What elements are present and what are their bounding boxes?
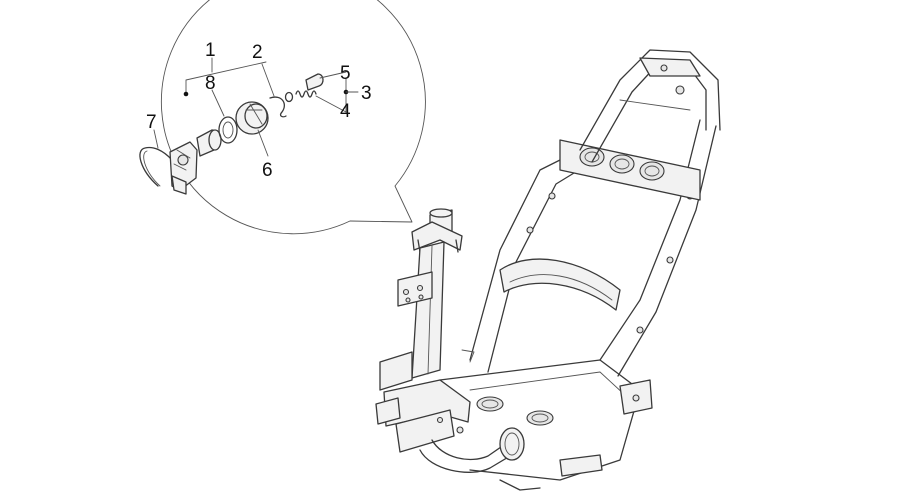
lock-body-part: [169, 141, 198, 195]
callout-3: 3: [361, 83, 372, 104]
leader-lines: [153, 57, 359, 157]
detail-bubble: [160, 0, 426, 235]
scooter-frame: [375, 49, 721, 491]
callout-1: 1: [205, 40, 216, 61]
spring-clip-part: [269, 96, 287, 118]
lock-cap-part: [235, 101, 269, 135]
callout-4: 4: [340, 101, 351, 122]
lower-front-bracket: [375, 351, 471, 453]
spring-part: [295, 90, 317, 98]
right-side-rail: [599, 119, 717, 415]
callout-2: 2: [252, 42, 263, 63]
wire-clip-part: [139, 146, 173, 187]
lock-assembly-parts: [139, 73, 324, 195]
callout-7: 7: [146, 112, 157, 133]
steering-head-tube: [411, 208, 463, 253]
lock-cylinder-part: [196, 129, 222, 157]
floor-pan: [439, 359, 641, 491]
callout-5: 5: [340, 63, 351, 84]
rear-top-loop: [579, 49, 721, 163]
washer-part: [218, 116, 238, 144]
callout-6: 6: [262, 160, 273, 181]
lower-pipe: [419, 427, 525, 473]
detail-bubble-outline: [160, 0, 426, 235]
callout-labels: 1 2 3 4 5 6 7 8: [146, 40, 372, 181]
callout-8: 8: [205, 73, 216, 94]
middle-crossmember: [499, 258, 621, 311]
small-ring-part: [284, 91, 294, 103]
front-down-tube: [397, 241, 445, 379]
pin-part: [305, 73, 324, 91]
